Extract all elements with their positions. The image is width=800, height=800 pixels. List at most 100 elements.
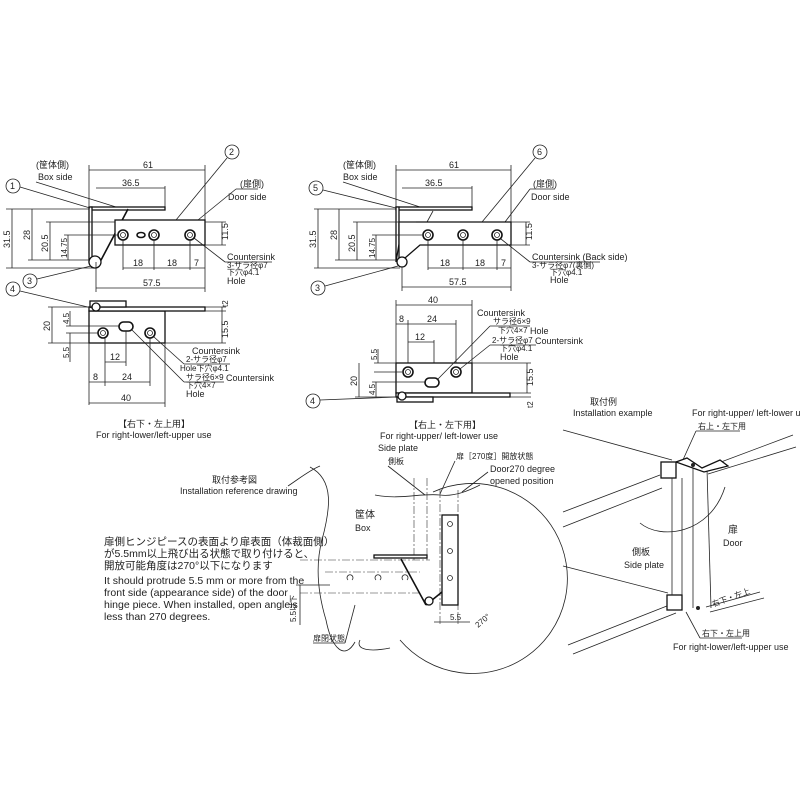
countersink-back-side-label: Countersink (Back side) [532, 252, 628, 262]
svg-text:4: 4 [310, 396, 315, 406]
dim-4-5: 4.5 [62, 312, 71, 324]
door-open-label-2: opened position [490, 476, 554, 486]
door-side-label: Door side [531, 192, 570, 202]
door-jp-label: 扉 [728, 523, 738, 536]
dim-7: 7 [194, 258, 199, 268]
example-title-jp: 取付例 [590, 396, 617, 407]
callout-5: 5 [308, 180, 397, 209]
upper-use-label: For right-upper/ left-lower use [692, 408, 800, 418]
box-side-label: Box side [38, 172, 73, 182]
callout-4: 4 [5, 281, 93, 309]
lower-use-label: For right-lower/left-upper use [673, 642, 789, 652]
callout-2: 2 [175, 144, 240, 221]
note-en-3: hinge piece. When installed, open anglei… [104, 599, 298, 611]
dim-57-5: 57.5 [143, 278, 161, 288]
slot-hole-label: Hole [530, 326, 549, 336]
dim-12: 12 [415, 332, 425, 342]
dim-20-5: 20.5 [347, 234, 357, 252]
note-jp-1: 扉側ヒンジピースの表面より扉表面（体裁面側） [104, 535, 334, 548]
caption: For right-upper/ left-lower use [380, 431, 498, 441]
svg-text:3: 3 [315, 283, 320, 293]
dim-15-5: 15.5 [220, 320, 230, 338]
installation-example: 取付例 Installation example For right-upper… [562, 396, 800, 655]
hole-label: Hole [227, 276, 246, 286]
lower-use-jp-label: 右下・左上用 [702, 628, 750, 638]
door-label: Door [723, 538, 743, 548]
dim-57-5: 57.5 [449, 277, 467, 287]
dim-5-5: 5.5 [450, 613, 462, 622]
callout-1: 1 [5, 178, 91, 209]
countersink-label: Countersink [227, 252, 276, 262]
slot-spec: サラ径6×9 [186, 372, 224, 382]
hole-spec: 下穴φ4.1 [550, 267, 583, 277]
dim-40: 40 [428, 295, 438, 305]
reference-title: Installation reference drawing [180, 486, 298, 496]
caption-jp: 【右下・左上用】 [118, 418, 190, 429]
dim-31-5: 31.5 [2, 230, 12, 248]
slot-countersink-label: Countersink [477, 308, 526, 318]
dim-28: 28 [22, 230, 32, 240]
box-side-label: Box side [343, 172, 378, 182]
dim-11-5: 11.5 [524, 223, 534, 240]
hole-spec: Hole下穴φ4.1 [180, 363, 229, 373]
box-side-jp-label: (筐体側) [36, 159, 69, 170]
dim-t2: t2 [221, 300, 230, 307]
dim-t2: t2 [526, 401, 535, 408]
dim-61: 61 [449, 160, 459, 170]
hole-spec: 下穴φ4.1 [500, 343, 533, 353]
angle-270: 270° [474, 612, 492, 630]
countersink-spec: 3-サラ径φ7 [227, 260, 268, 270]
dim-18-b: 18 [475, 258, 485, 268]
countersink-spec: 2-サラ径φ7 [186, 354, 227, 364]
dim-24: 24 [427, 314, 437, 324]
dim-12: 12 [110, 352, 120, 362]
lower-tag-jp: 右下・左上 [710, 586, 751, 609]
dim-36-5: 36.5 [425, 178, 443, 188]
door-closed-jp-label: 扉閉状態 [313, 633, 345, 643]
drawing-a-top-view: (筐体側) Box side (扉側) Door side 61 36.5 31… [2, 159, 276, 292]
box-side-jp-label: (筐体側) [343, 159, 376, 170]
countersink-label: Countersink [535, 336, 584, 346]
slot-hole-spec: 下穴4×7 [498, 325, 528, 335]
hole-spec: 下穴φ4.1 [227, 267, 260, 277]
svg-text:1: 1 [10, 181, 15, 191]
dim-8: 8 [93, 372, 98, 382]
door-open-label-1: Door270 degree [490, 464, 555, 474]
example-title: Installation example [573, 408, 653, 418]
dim-5-5: 5.5 [62, 346, 71, 358]
callout-3: 3 [22, 265, 92, 289]
dim-31-5: 31.5 [308, 230, 318, 248]
countersink-spec: 3-サラ径φ7(裏側) [532, 260, 594, 270]
upper-use-jp-label: 右上・左下用 [698, 421, 746, 431]
box-label: Box [355, 523, 371, 533]
dim-14-75: 14.75 [60, 237, 69, 258]
note-en-4: less than 270 degrees. [104, 611, 210, 623]
dim-28: 28 [329, 230, 339, 240]
dim-18-a: 18 [440, 258, 450, 268]
side-plate-label: Side plate [624, 560, 664, 570]
door-side-jp-label: (扉側) [240, 178, 264, 189]
slot-spec: サラ径6×9 [493, 316, 531, 326]
dim-40: 40 [121, 393, 131, 403]
dim-20: 20 [349, 376, 359, 386]
dim-18-a: 18 [133, 258, 143, 268]
dim-14-75: 14.75 [368, 237, 377, 258]
svg-text:2: 2 [229, 147, 234, 157]
installation-reference-drawing: 取付参考図 Installation reference drawing 筐体 … [104, 443, 568, 674]
svg-text:4: 4 [10, 284, 15, 294]
reference-title-jp: 取付参考図 [212, 474, 257, 485]
box-jp-label: 筐体 [355, 508, 375, 521]
note-en-2: front side (appearance side) of the door [104, 587, 288, 599]
svg-text:3: 3 [27, 276, 32, 286]
callout-6: 6 [481, 144, 548, 223]
callout-3-b: 3 [310, 265, 399, 296]
dim-5-5-max-vertical: 5.5以下 [289, 595, 298, 622]
caption: For right-lower/left-upper use [96, 430, 212, 440]
dim-11-5: 11.5 [220, 223, 230, 240]
svg-text:6: 6 [537, 147, 542, 157]
caption-jp: 【右上・左下用】 [409, 419, 481, 430]
side-plate-label: Side plate [378, 443, 418, 453]
svg-text:5: 5 [313, 183, 318, 193]
slot-hole-spec: 下穴4×7 [186, 380, 216, 390]
